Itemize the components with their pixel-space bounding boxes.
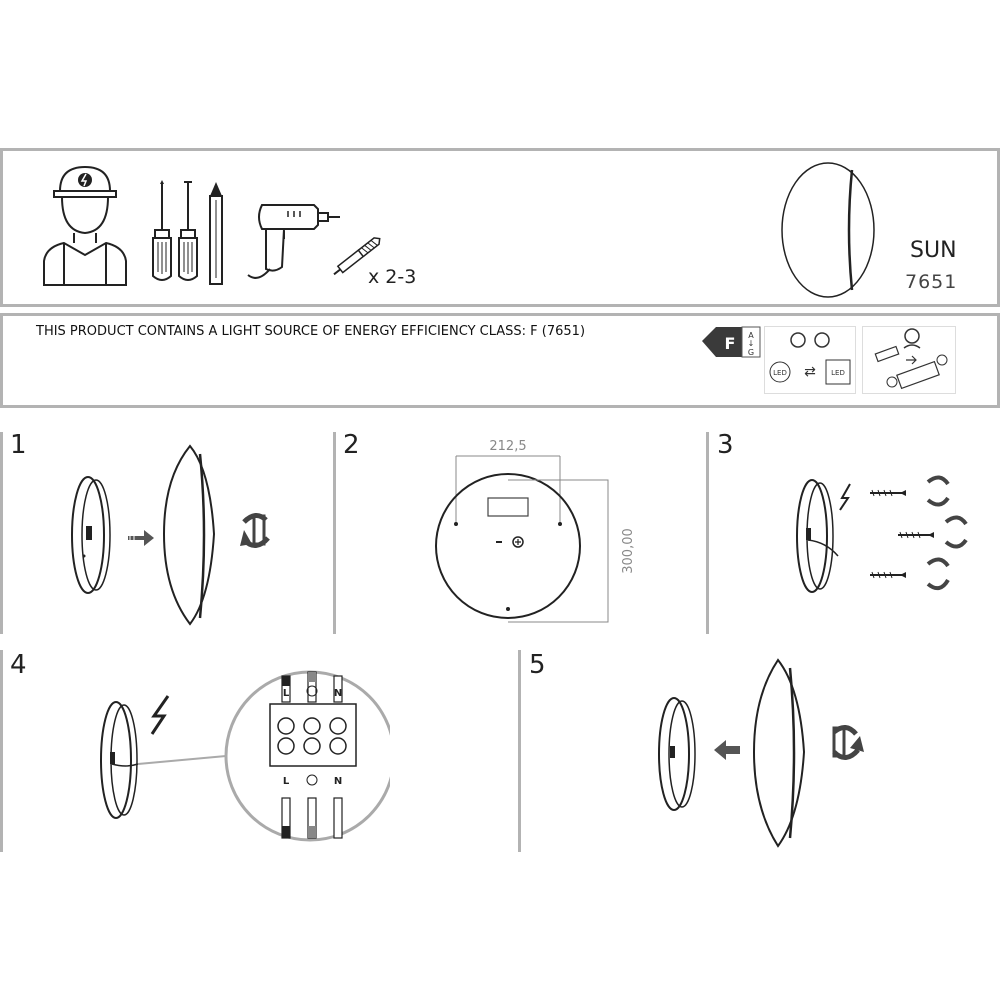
divider-step-3	[706, 432, 709, 634]
product-code: 7651	[905, 271, 958, 293]
screwdriver-set-icon	[152, 180, 223, 285]
dowel-quantity: x 2-3	[368, 266, 417, 288]
tools-header-panel	[0, 148, 1000, 307]
divider-step-4	[0, 650, 3, 852]
step-number-2: 2	[343, 430, 360, 460]
dimension-width-label: 212,5	[489, 439, 526, 454]
divider-step-5	[518, 650, 521, 852]
step-number-4: 4	[10, 650, 27, 680]
electrician-icon	[43, 165, 127, 286]
terminal-label-l-bottom: L	[283, 776, 290, 787]
energy-scale-bottom: G	[748, 348, 754, 357]
led-label-right: LED	[831, 369, 845, 377]
wall-plug-screw-icon	[333, 237, 381, 276]
step-number-3: 3	[717, 430, 734, 460]
terminal-label-l-top: L	[283, 688, 290, 699]
energy-class-label: F A ↓ G	[702, 326, 761, 358]
step-number-5: 5	[529, 650, 546, 680]
energy-scale-top: A	[748, 331, 754, 340]
led-label-left: LED	[773, 369, 787, 377]
terminal-label-n-top: N	[334, 688, 342, 699]
dimension-height-label: 300,00	[621, 528, 636, 574]
step-4-wiring-diagram: L N L N	[100, 670, 390, 842]
energy-class-letter: F	[725, 334, 736, 353]
led-replaceable-icon: LED ⇄ LED	[764, 326, 856, 394]
product-lamp-icon	[781, 162, 875, 298]
step-5-diagram	[658, 658, 864, 848]
svg-text:⇄: ⇄	[804, 364, 816, 380]
product-name: SUN	[910, 238, 957, 263]
step-1-diagram	[71, 444, 270, 626]
step-2-dimension-diagram: 212,5 300,00	[435, 439, 636, 623]
drill-icon	[247, 204, 340, 279]
service-replace-icon	[862, 326, 956, 394]
terminal-label-n-bottom: N	[334, 776, 342, 787]
step-3-diagram	[796, 475, 968, 593]
step-number-1: 1	[10, 430, 27, 460]
energy-statement: THIS PRODUCT CONTAINS A LIGHT SOURCE OF …	[36, 324, 586, 339]
divider-step-1	[0, 432, 3, 634]
divider-step-2	[333, 432, 336, 634]
svg-text:↓: ↓	[748, 339, 755, 348]
